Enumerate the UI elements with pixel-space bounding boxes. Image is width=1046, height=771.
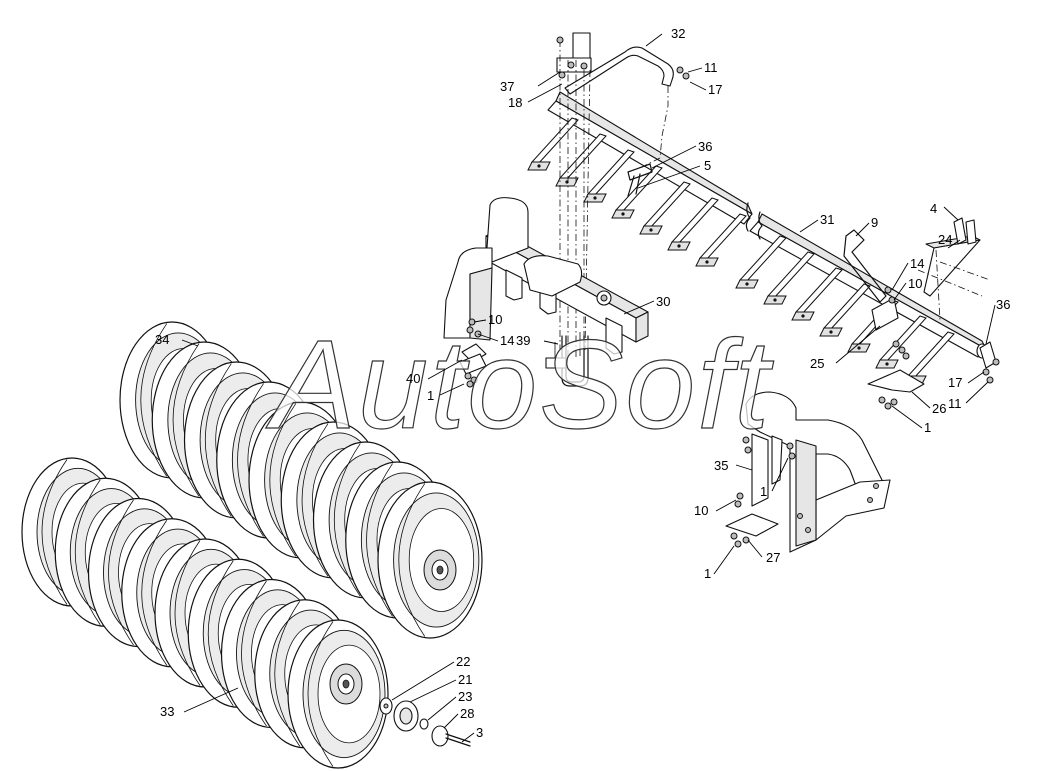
callout-1: 1	[924, 420, 931, 435]
tine	[791, 267, 843, 321]
callout-1: 1	[704, 566, 711, 581]
tine	[555, 133, 607, 187]
roller-hub	[329, 663, 363, 705]
callout-26: 26	[932, 401, 946, 416]
watermark-text: AutoSoft	[265, 314, 774, 455]
callout-30: 30	[656, 294, 670, 309]
callout-3: 3	[476, 725, 483, 740]
tine	[583, 149, 635, 203]
callout-28: 28	[460, 706, 474, 721]
callout-14: 14	[500, 333, 514, 348]
tine	[735, 235, 787, 289]
callout-24: 24	[938, 232, 952, 247]
callout-10: 10	[694, 503, 708, 518]
callout-23: 23	[458, 689, 472, 704]
hoop-32	[564, 46, 674, 169]
callout-17: 17	[948, 375, 962, 390]
callout-18: 18	[508, 95, 522, 110]
callout-33: 33	[160, 704, 174, 719]
front-roller-33	[21, 457, 389, 769]
tine	[695, 213, 747, 267]
leader-lines	[181, 33, 996, 743]
callout-11: 11	[704, 60, 718, 75]
callout-1: 1	[427, 388, 434, 403]
tine	[639, 181, 691, 235]
callout-35: 35	[714, 458, 728, 473]
callout-11: 11	[948, 396, 962, 411]
callout-25: 25	[810, 356, 824, 371]
callout-17: 17	[708, 82, 722, 97]
tine	[667, 197, 719, 251]
callout-9: 9	[871, 215, 878, 230]
callout-36: 36	[996, 297, 1010, 312]
tine	[763, 251, 815, 305]
callout-31: 31	[820, 212, 834, 227]
right-bar-hardware	[627, 163, 1000, 410]
callout-4: 4	[930, 201, 937, 216]
roller-hardware	[379, 697, 471, 747]
callout-40: 40	[406, 371, 420, 386]
callout-36: 36	[698, 139, 712, 154]
callout-14: 14	[910, 256, 924, 271]
tine	[527, 117, 579, 171]
left-bracket-hardware	[459, 318, 487, 388]
rear-roller-34	[119, 321, 483, 639]
callout-27: 27	[766, 550, 780, 565]
callout-34: 34	[155, 332, 169, 347]
tine	[819, 283, 871, 337]
tine	[611, 165, 663, 219]
callout-labels: 32 11 17 37 18 36 5 4 9 31 24 14 10 30 3…	[155, 26, 1010, 740]
callout-21: 21	[458, 672, 472, 687]
right-arm	[725, 391, 891, 553]
callout-32: 32	[671, 26, 685, 41]
callout-39: 39	[516, 333, 530, 348]
roller-hub	[423, 549, 457, 591]
callout-10: 10	[488, 312, 502, 327]
callout-1: 1	[760, 484, 767, 499]
callout-10: 10	[908, 276, 922, 291]
callout-22: 22	[456, 654, 470, 669]
callout-37: 37	[500, 79, 514, 94]
callout-5: 5	[704, 158, 711, 173]
